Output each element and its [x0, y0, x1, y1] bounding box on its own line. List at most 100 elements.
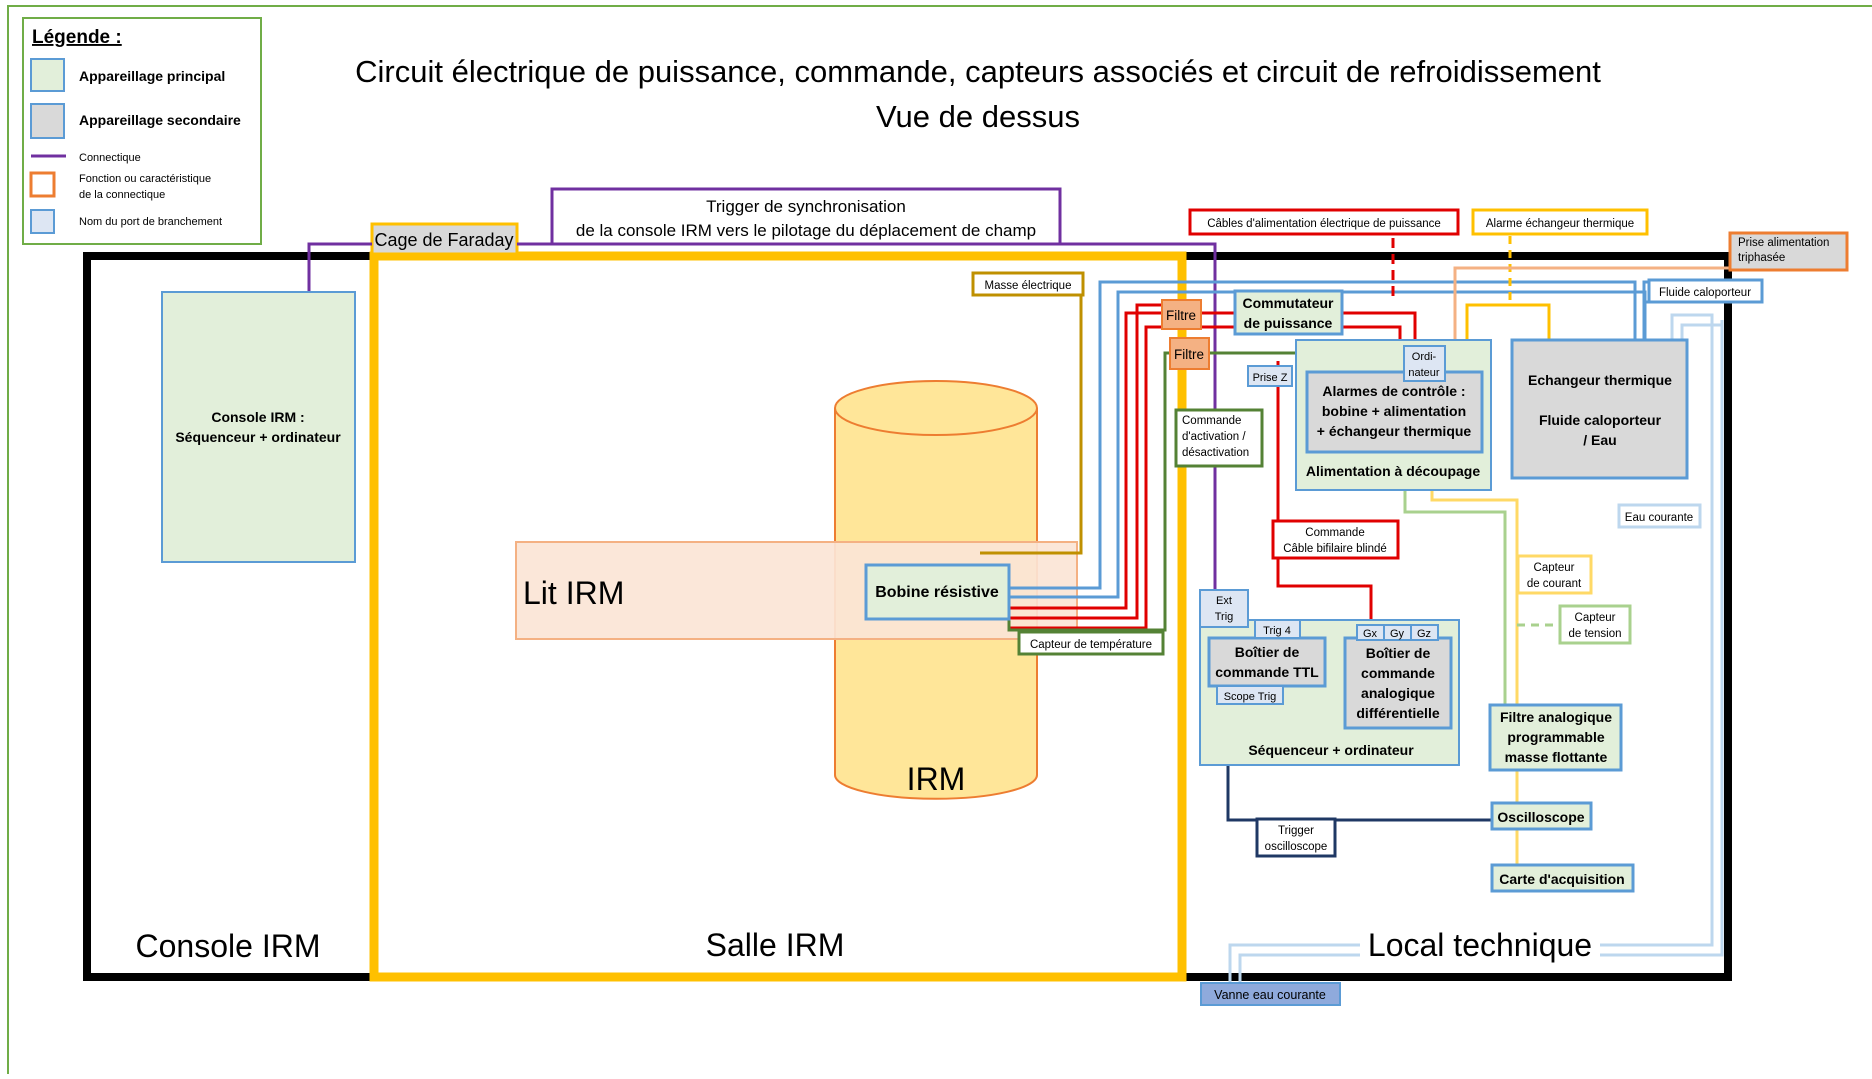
legend-function-label-2: de la connectique	[79, 189, 165, 201]
legend-heading: Légende :	[32, 27, 122, 48]
activation-label-2: d'activation /	[1182, 431, 1246, 443]
command-cable	[1276, 361, 1373, 625]
analog-filter-box	[1488, 703, 1623, 772]
sequencer-label: Séquenceur + ordinateur	[1248, 742, 1414, 758]
legend-swatch-port	[30, 209, 55, 234]
acquisition-label: Carte d'acquisition	[1499, 871, 1624, 887]
analog-label-2: commande	[1361, 665, 1435, 681]
faraday-label: Cage de Faraday	[374, 230, 513, 250]
port-gz[interactable]	[1410, 624, 1439, 641]
filter-2-label: Filtre	[1174, 347, 1204, 362]
legend-port-label: Nom du port de branchement	[79, 216, 222, 228]
trigger-osc-label-1: Trigger	[1278, 825, 1314, 837]
port-gx-label: Gx	[1363, 628, 1378, 640]
analog-label-3: analogique	[1361, 685, 1435, 701]
ground-box	[971, 271, 1085, 297]
irm-bed-label: Lit IRM	[523, 575, 624, 611]
page-frame	[7, 5, 1872, 1079]
activation-label-1: Commande	[1182, 415, 1241, 427]
analog-label-1: Boîtier de	[1366, 645, 1431, 661]
command-cable-label-2: Câble bifilaire blindé	[1283, 543, 1387, 555]
local-room-label: Local technique	[1368, 927, 1592, 963]
power-cables-box	[1188, 208, 1460, 236]
oscilloscope-label: Oscilloscope	[1497, 809, 1584, 825]
analog-filter-label-1: Filtre analogique	[1500, 709, 1612, 725]
activation-box	[1174, 408, 1264, 468]
heat-exchanger-box	[1510, 338, 1689, 480]
current-sensor-label-2: de courant	[1527, 578, 1582, 590]
voltage-sensor-box	[1558, 604, 1632, 645]
valve-label: Vanne eau courante	[1214, 988, 1326, 1002]
alarms-box	[1305, 370, 1484, 454]
water-lines	[1228, 313, 1724, 985]
ttl-box	[1207, 636, 1327, 688]
current-sensor-box	[1516, 554, 1593, 595]
ground-lines	[980, 284, 1083, 555]
current-sensor-line	[1430, 490, 1519, 705]
filter-1-label: Filtre	[1166, 308, 1196, 323]
analog-filter-label-3: masse flottante	[1505, 749, 1608, 765]
tap-water-box	[1617, 503, 1702, 529]
legend-swatch-function	[29, 171, 56, 198]
trigger-sync-label-1: Trigger de synchronisation	[706, 197, 906, 216]
port-gy-label: Gy	[1390, 628, 1405, 640]
ground-wire	[980, 284, 1083, 555]
command-cable-label-1: Commande	[1305, 527, 1364, 539]
console-room-label: Console IRM	[136, 928, 321, 964]
faraday-label-box	[370, 222, 519, 256]
alarms-label-1: Alarmes de contrôle :	[1322, 383, 1465, 399]
alarms-label-3: + échangeur thermique	[1317, 423, 1472, 439]
port-trig4-label: Trig 4	[1263, 625, 1291, 637]
legend-swatch-secondary	[30, 103, 65, 139]
salle-room-label: Salle IRM	[706, 927, 845, 963]
heat-exchanger-label-1: Echangeur thermique	[1528, 372, 1672, 388]
power-line-3	[1009, 325, 1163, 630]
voltage-sensor-label-2: de tension	[1568, 628, 1621, 640]
power-switch-label-1: Commutateur	[1242, 295, 1334, 311]
activation-label-3: désactivation	[1182, 447, 1249, 459]
legend-function-label-1: Fonction ou caractéristique	[79, 173, 211, 185]
tap-water-label: Eau courante	[1625, 512, 1693, 524]
port-ext-trig-label-2: Trig	[1215, 611, 1234, 623]
coolant-line-2	[1009, 290, 1260, 599]
heat-exchanger-label-2: Fluide caloporteur	[1539, 412, 1662, 428]
connectique-lines	[307, 187, 1217, 590]
legend-main-label: Appareillage principal	[79, 68, 225, 84]
power-switch-box	[1233, 289, 1344, 336]
legend: Légende : Appareillage principal Apparei…	[22, 17, 262, 245]
voltage-sensor-label-1: Capteur	[1575, 612, 1616, 624]
analog-filter-label-2: programmable	[1507, 729, 1604, 745]
port-ext-trig[interactable]	[1199, 589, 1249, 628]
port-ordinateur[interactable]	[1403, 345, 1446, 382]
power-supply-label-2: triphasée	[1738, 252, 1785, 264]
local-room-label-bg	[1360, 925, 1600, 965]
port-trig4[interactable]	[1254, 619, 1301, 639]
coolant-box	[1647, 278, 1764, 304]
diagram-title: Circuit électrique de puissance, command…	[355, 54, 1601, 89]
ttl-label-2: commande TTL	[1215, 664, 1319, 680]
power-cables-label: Câbles d'alimentation électrique de puis…	[1207, 218, 1441, 230]
power-supply-label-1: Prise alimentation	[1738, 237, 1829, 249]
port-prise-z[interactable]	[1247, 365, 1293, 387]
command-cable-box	[1271, 519, 1400, 560]
port-scope-trig[interactable]	[1216, 685, 1284, 705]
coil-box	[864, 563, 1011, 621]
power-line-1	[1009, 311, 1163, 610]
temp-sensor-label: Capteur de température	[1030, 639, 1152, 651]
power-line-6	[1342, 311, 1417, 340]
switching-supply-label: Alimentation à découpage	[1306, 463, 1480, 479]
alarm-exchanger-label: Alarme échangeur thermique	[1486, 218, 1634, 230]
legend-swatch-main	[30, 58, 65, 92]
trigger-sync-label-border	[550, 187, 1062, 244]
acquisition-box	[1490, 863, 1635, 893]
console-link-wire	[307, 242, 372, 292]
trigger-osc-box	[1255, 817, 1337, 858]
ground-label: Masse électrique	[985, 280, 1072, 292]
console-irm-label-1: Console IRM :	[211, 409, 304, 425]
voltage-line	[1403, 490, 1507, 705]
water-line-1	[1228, 313, 1714, 985]
coolant-label: Fluide caloporteur	[1659, 287, 1751, 299]
trigger-sync-label-2: de la console IRM vers le pilotage du dé…	[576, 221, 1036, 240]
power-lines	[1009, 303, 1417, 630]
